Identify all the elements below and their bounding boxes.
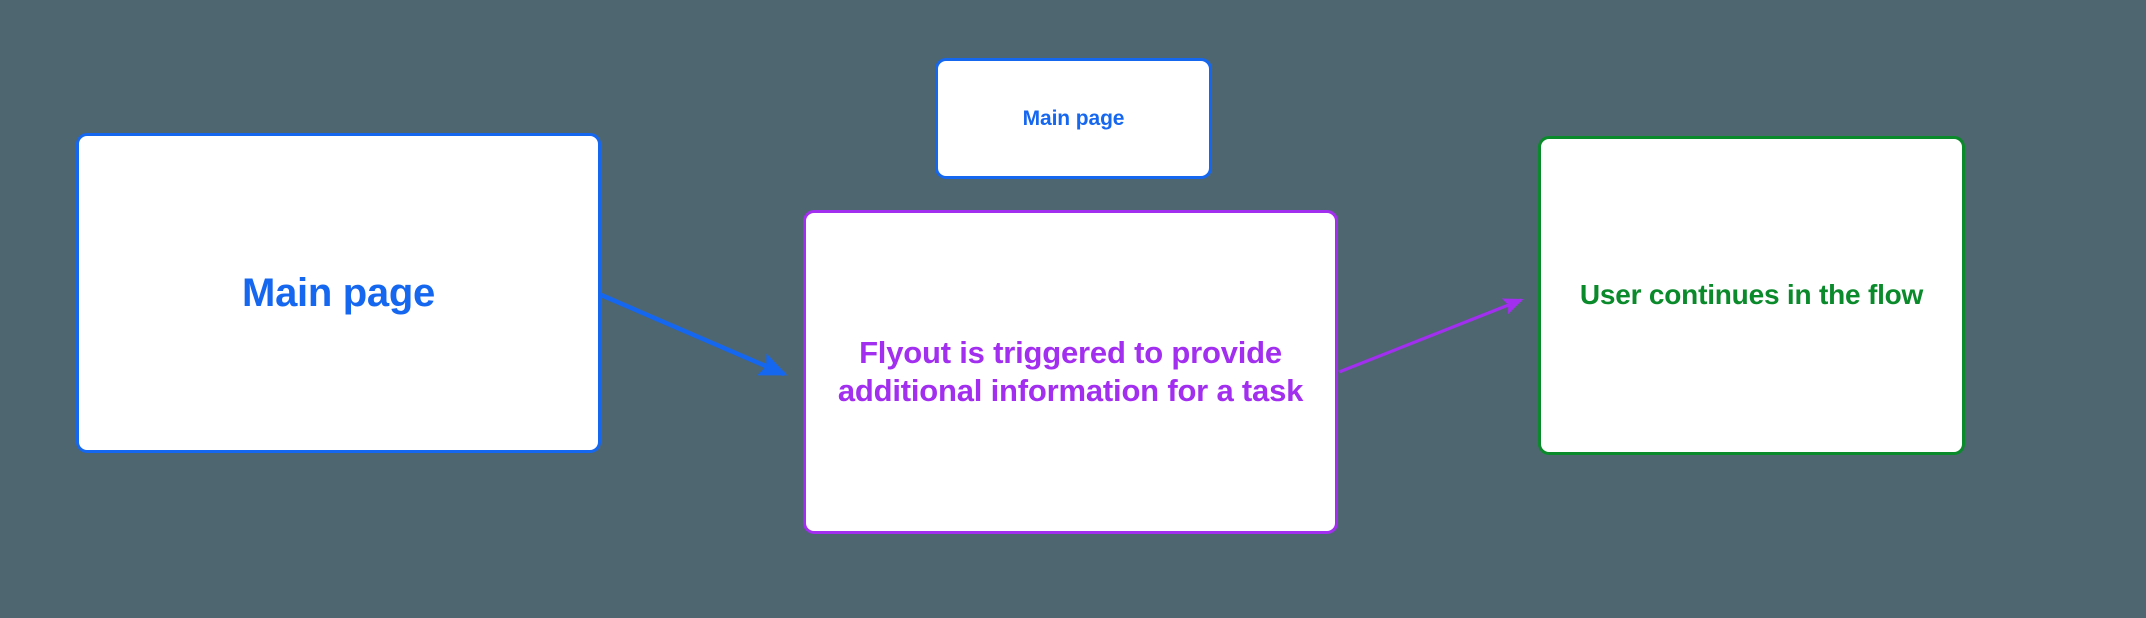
connector-main-page-to-flyout <box>600 292 788 377</box>
connector-flyout-to-outcome <box>1338 298 1524 374</box>
node-outcome-card[interactable]: User continues in the flow <box>1538 136 1965 455</box>
node-main-page-chip[interactable]: Main page <box>935 58 1212 179</box>
node-main-page-card-label: Main page <box>242 270 435 315</box>
node-flyout-card-label: Flyout is triggered to provide additiona… <box>837 335 1304 408</box>
node-outcome-card-label: User continues in the flow <box>1579 279 1924 311</box>
node-main-page-chip-label: Main page <box>1022 106 1125 130</box>
node-flyout-card[interactable]: Flyout is triggered to provide additiona… <box>803 210 1338 534</box>
node-main-page-card[interactable]: Main page <box>76 133 601 453</box>
